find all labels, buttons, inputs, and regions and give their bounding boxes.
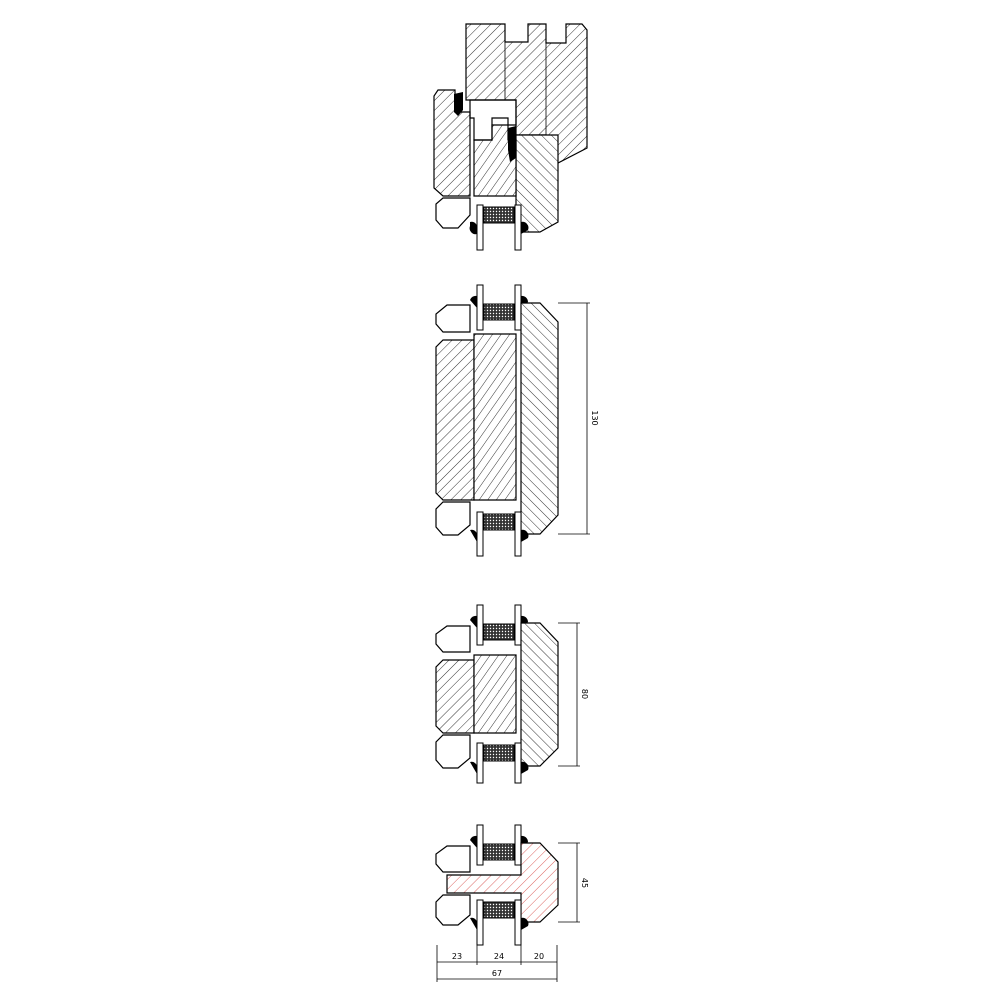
dimension-segment-1: 23 xyxy=(452,952,462,961)
glass-unit-top xyxy=(470,284,529,331)
dimension-80-label: 80 xyxy=(580,689,589,699)
glazing-bead-left xyxy=(435,197,471,229)
dimension-130-label: 130 xyxy=(590,410,599,425)
glazing-bead-upper-2 xyxy=(435,625,471,653)
frame-inner-piece xyxy=(515,134,559,233)
dimension-segment-2: 24 xyxy=(494,952,504,961)
section-sash-head xyxy=(433,23,588,251)
glazing-bead-upper xyxy=(435,304,471,333)
transom-outer-block xyxy=(520,302,559,535)
section-mullion: 80 xyxy=(435,604,589,784)
glass-unit xyxy=(469,204,529,251)
mullion-middle-block xyxy=(473,654,517,734)
glass-unit-bottom xyxy=(470,511,529,557)
glass-unit-bottom-3 xyxy=(470,899,529,946)
mullion-outer-block xyxy=(520,622,559,767)
dimension-45: 45 xyxy=(558,842,589,923)
weatherstrip-upper xyxy=(454,92,463,116)
glass-unit-top-2 xyxy=(470,604,529,646)
sash-rebate xyxy=(469,99,517,141)
section-transom: 130 xyxy=(435,284,599,557)
dimension-45-label: 45 xyxy=(580,878,589,888)
section-glazing-bar: 45 xyxy=(435,824,589,946)
glazing-bead-lower xyxy=(435,501,471,536)
dimension-total: 67 xyxy=(492,969,502,978)
mullion-left-block xyxy=(435,659,475,734)
transom-left-block xyxy=(435,339,475,501)
glass-unit-top-3 xyxy=(470,824,529,866)
glazing-bead-upper-3 xyxy=(435,845,471,873)
weatherstrip-lower xyxy=(508,126,516,162)
dimension-130: 130 xyxy=(558,302,599,535)
sash-left-block xyxy=(433,89,471,197)
dimension-80: 80 xyxy=(558,622,589,767)
bottom-dimension-chain: 23 24 20 67 xyxy=(436,945,558,982)
transom-middle-block xyxy=(473,333,517,501)
glazing-bead-lower-3 xyxy=(435,894,471,926)
glazing-bead-lower-2 xyxy=(435,734,471,769)
dimension-segment-3: 20 xyxy=(534,952,544,961)
glass-unit-bottom-2 xyxy=(470,742,529,784)
